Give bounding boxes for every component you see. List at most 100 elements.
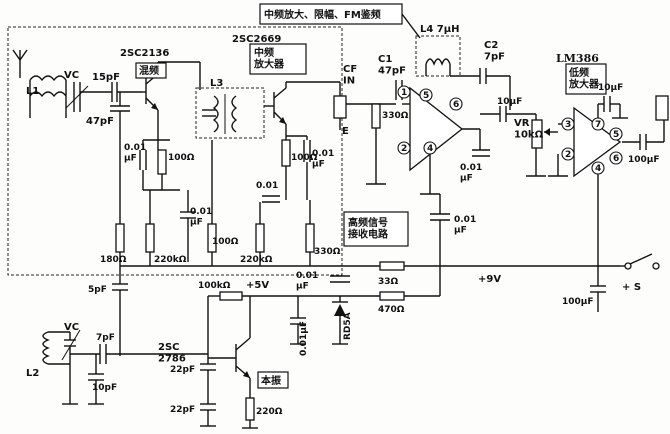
c-10p-label: 10pF: [92, 383, 117, 393]
r-330-b: [305, 223, 315, 253]
c-10u-b-label: 10μF: [598, 83, 623, 93]
r-330-a-label: 330Ω: [382, 111, 409, 121]
vr-potentiometer: [531, 119, 543, 149]
v-5-label: +5V: [246, 280, 269, 291]
mixer-callout-box: [135, 62, 167, 79]
l2-coil: [42, 331, 50, 365]
mixer-callout: 混频: [139, 64, 159, 77]
r-33-label: 33Ω: [378, 277, 399, 287]
l1-label: L1: [26, 86, 39, 97]
r-100-c-label: 100Ω: [212, 237, 239, 247]
l4-label: L4 7μH: [420, 24, 460, 35]
rf-receiver-region: [7, 26, 343, 276]
low-freq-amp-callout: 低频放大器: [568, 66, 600, 91]
ic2-pin4: 4: [595, 164, 601, 174]
ic2-pin7: 7: [595, 120, 601, 130]
r-220k-a-label: 220kΩ: [154, 255, 187, 265]
low-freq-amp-callout-box: [565, 63, 607, 95]
rf-receiver-callout: 高频信号接收电路: [348, 216, 389, 241]
if-amp-callout-box: [249, 43, 307, 75]
r-180: [115, 223, 125, 253]
mixer-transistor: [142, 62, 159, 140]
r-220k-a: [145, 223, 155, 253]
c-7p: [99, 344, 107, 364]
r-470: [379, 291, 405, 301]
c-22p-a: [200, 363, 216, 371]
c-100u-b: [590, 285, 606, 293]
r-470-label: 470Ω: [378, 305, 405, 315]
r-100-a-label: 100Ω: [168, 153, 195, 163]
l4-coil: [425, 58, 451, 76]
c2-capacitor: [479, 68, 487, 84]
c-5p: [112, 283, 128, 291]
power-switch: [624, 253, 660, 270]
v-supply-label: +9V: [478, 274, 501, 285]
r-180-label: 180Ω: [100, 255, 127, 265]
l3-label: L3: [210, 78, 223, 89]
r-100k: [219, 291, 243, 301]
speaker-icon: [655, 95, 669, 121]
c-001-f: [430, 213, 450, 221]
vc-bottom-capacitor: [61, 329, 81, 361]
cf-filter: [333, 95, 347, 130]
c-001-d: [303, 140, 311, 162]
c-001-g: [330, 275, 350, 283]
q-mixer-label: 2SC2136: [120, 48, 169, 59]
r-330-b-label: 330Ω: [314, 247, 341, 257]
rf-receiver-callout-box: [343, 211, 409, 247]
l3-tuning-cap: [202, 109, 216, 117]
r-100-b: [281, 139, 291, 167]
c-001-c-label: 0.01: [256, 181, 278, 191]
c-100u-b-label: 100μF: [562, 297, 594, 307]
r-33: [379, 261, 405, 271]
ic1-pin5: 5: [423, 91, 429, 101]
l3-transformer-box: [195, 87, 265, 139]
ic1-pin6: 6: [453, 100, 459, 110]
c-10u-a-label: 10μF: [497, 97, 522, 107]
switch-label: + S: [622, 282, 641, 293]
l3-coil: [212, 94, 238, 134]
r-100-a: [157, 149, 167, 175]
c-22p-b: [200, 403, 216, 411]
zener-label: RD5A: [343, 312, 353, 340]
r-220-label: 220Ω: [256, 407, 283, 417]
vc-bottom-label: VC: [64, 322, 79, 333]
lm386-label: LM386: [556, 52, 599, 65]
c-15p-label: 15pF: [92, 72, 120, 83]
r-330-a: [371, 103, 381, 129]
c-100u-a: [639, 134, 647, 150]
antenna-icon: [12, 49, 28, 78]
ic2-pin2: 2: [565, 150, 571, 160]
if-amp-transistor: [264, 87, 287, 125]
q-ifamp-label: 2SC2669: [232, 34, 281, 45]
ic2-pin5: 5: [613, 130, 619, 140]
osc-transistor: [208, 337, 251, 379]
c-22p-b-label: 22pF: [170, 405, 195, 415]
r-220k-b: [255, 223, 265, 253]
c-5p-label: 5pF: [88, 285, 107, 295]
c-001-c: [262, 195, 280, 203]
c-15p: [111, 82, 118, 102]
ic1-pin1: 1: [401, 88, 407, 98]
ic2-pin3: 3: [565, 120, 571, 130]
vc-top-capacitor: [65, 82, 89, 112]
vc-top-label: VC: [64, 70, 79, 81]
c-10u-b: [603, 96, 611, 112]
cf-e-label: E: [342, 126, 349, 137]
l4-inductor-box: [415, 35, 461, 77]
ic1-pin2: 2: [401, 144, 407, 154]
l1-coil: [29, 75, 67, 118]
l2-label: L2: [26, 368, 39, 379]
